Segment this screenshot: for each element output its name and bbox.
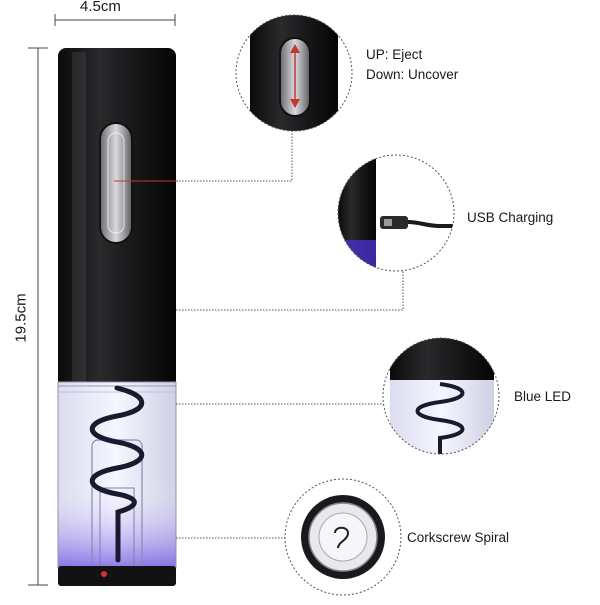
eject-callout-label: UP: Eject Down: Uncover xyxy=(366,45,458,85)
callout-corkscrew-spiral xyxy=(284,478,402,596)
led-indicator-icon xyxy=(101,571,107,577)
base-cap xyxy=(58,566,176,586)
eject-button xyxy=(99,122,133,244)
callout-eject-button xyxy=(235,14,353,132)
height-dimension-label: 19.5cm xyxy=(12,293,30,343)
transparent-chamber xyxy=(57,381,177,569)
callout-usb-charging xyxy=(337,154,455,272)
corkscrew-spiral-label: Corkscrew Spiral xyxy=(407,530,510,545)
height-dimension-line xyxy=(28,47,48,586)
width-dimension-label: 4.5cm xyxy=(80,0,121,15)
eject-label-line2: Down: Uncover xyxy=(366,67,459,82)
callout-blue-led xyxy=(382,337,500,455)
corkscrew-spiral-icon xyxy=(89,385,145,563)
corkscrew-body xyxy=(58,48,176,388)
usb-charging-label: USB Charging xyxy=(467,210,554,225)
leader-lines xyxy=(176,131,404,539)
eject-label-line1: UP: Eject xyxy=(366,47,423,62)
blue-led-label: Blue LED xyxy=(514,389,572,404)
width-dimension-line xyxy=(54,14,176,26)
